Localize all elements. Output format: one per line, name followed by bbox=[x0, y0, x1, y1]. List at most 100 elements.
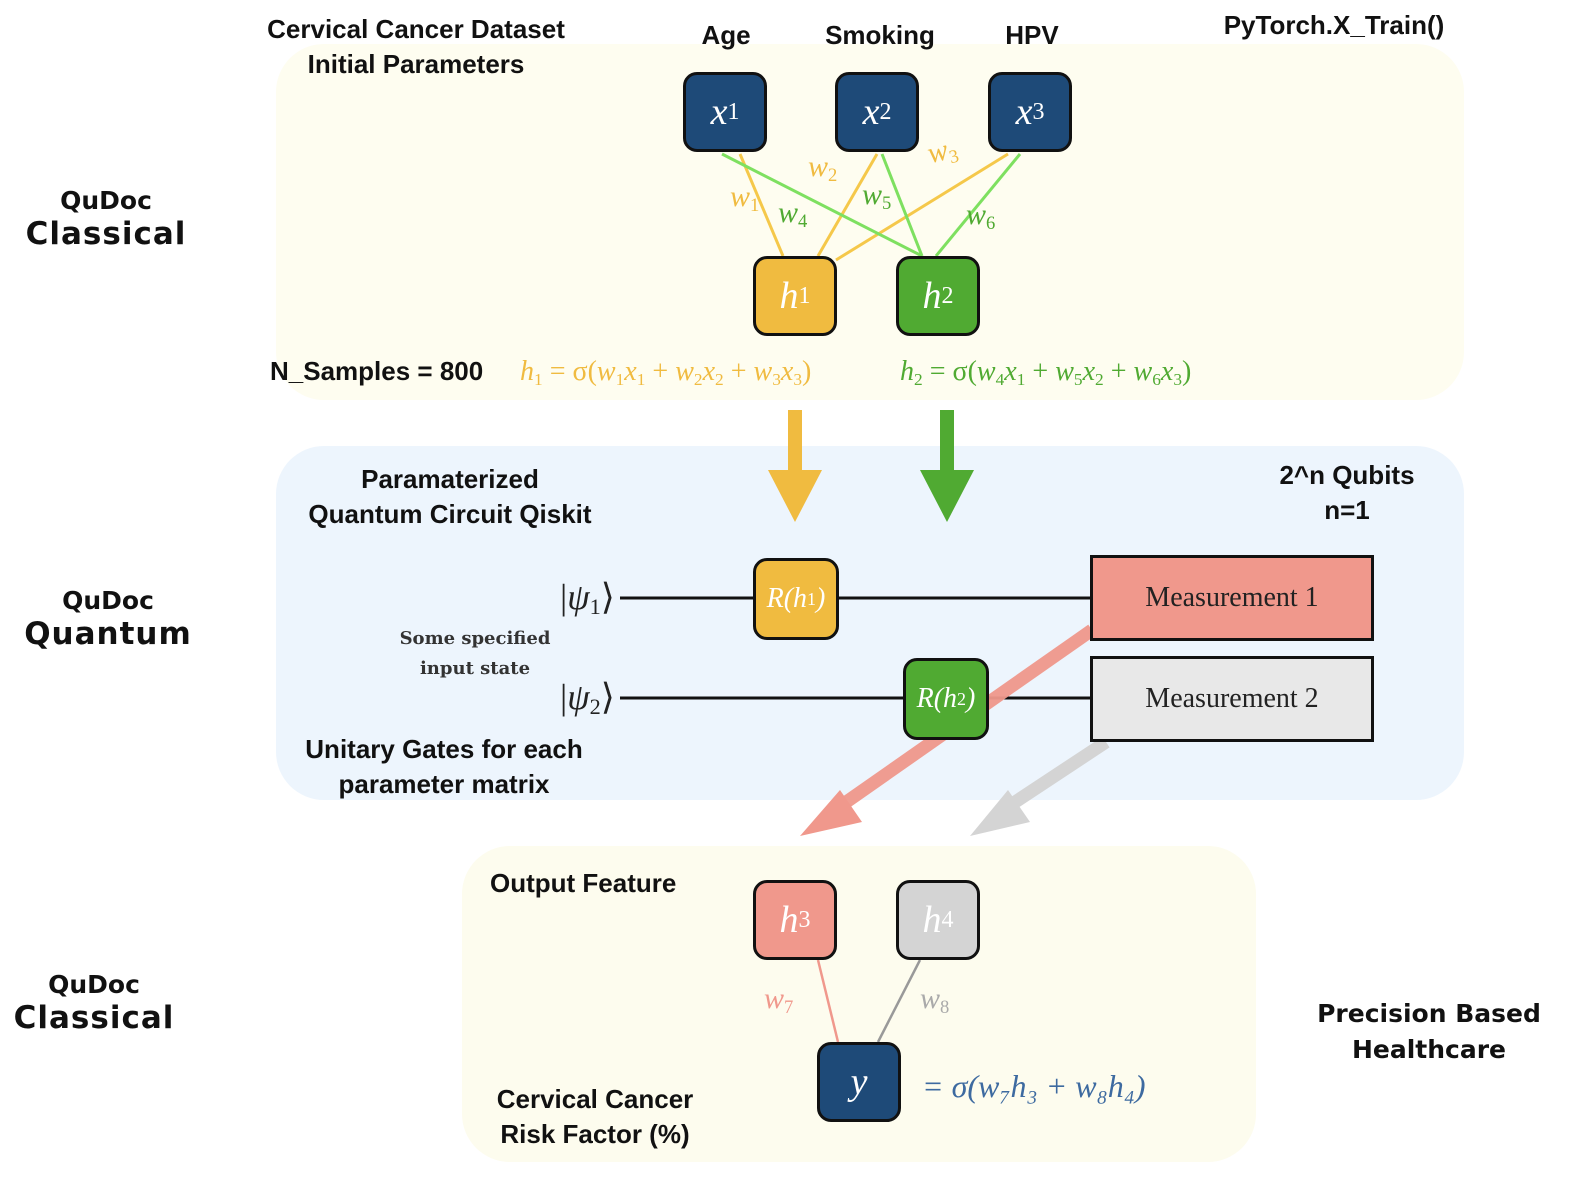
input-state-line1: Some specified bbox=[399, 628, 551, 649]
side-label-line1: QuDoc bbox=[62, 586, 154, 615]
feature-label-smoking: Smoking bbox=[825, 20, 935, 50]
unitary-gates-note: Unitary Gates for each parameter matrix bbox=[276, 732, 612, 802]
state-sub: 1 bbox=[589, 594, 601, 619]
measurement-2-box: Measurement 2 bbox=[1090, 656, 1374, 742]
input-state-note: Some specified input state bbox=[380, 624, 570, 684]
risk-line1: Cervical Cancer bbox=[496, 1084, 694, 1114]
state-sub: 2 bbox=[589, 694, 601, 719]
edge-w7 bbox=[816, 959, 840, 1043]
node-sub: 3 bbox=[798, 906, 811, 933]
arrow-h2-down bbox=[920, 410, 974, 522]
weight-label-w4: w4 bbox=[778, 196, 808, 232]
edge-w4 bbox=[721, 152, 923, 258]
gate-close: ) bbox=[816, 583, 826, 614]
gate-label: R(h bbox=[766, 583, 808, 614]
circuit-title-line2: Quantum Circuit Qiskit bbox=[308, 499, 592, 529]
node-sub: 2 bbox=[879, 98, 892, 125]
edge-w8 bbox=[876, 959, 922, 1043]
dataset-title-line2: Initial Parameters bbox=[307, 49, 525, 79]
formula-h1: h1 = σ(w1x1 + w2x2 + w3x3) bbox=[520, 356, 812, 389]
node-var: h bbox=[922, 899, 942, 941]
feature-label-hpv: HPV bbox=[1005, 20, 1059, 50]
weight-sub: 8 bbox=[940, 997, 950, 1018]
precision-healthcare-label: Precision Based Healthcare bbox=[1306, 996, 1552, 1068]
formula-y: = σ(w₇h₃ + w₈h₄) bbox=[922, 1068, 1146, 1104]
gate-sub: 1 bbox=[807, 588, 817, 609]
weight-label-w7: w7 bbox=[764, 982, 794, 1018]
weight-sub: 5 bbox=[882, 193, 892, 214]
side-label-line1: QuDoc bbox=[48, 970, 140, 999]
edge-w1 bbox=[738, 153, 785, 257]
pytorch-label: PyTorch.X_Train() bbox=[1223, 10, 1445, 40]
risk-factor-label: Cervical Cancer Risk Factor (%) bbox=[470, 1082, 720, 1152]
side-label-line2: Quantum bbox=[24, 616, 192, 652]
circuit-title: Paramaterized Quantum Circuit Qiskit bbox=[280, 462, 620, 532]
n-samples-label: N_Samples = 800 bbox=[270, 356, 484, 386]
weight-label-w8: w8 bbox=[920, 982, 950, 1018]
feature-label-age: Age bbox=[701, 20, 751, 50]
qubits-label: 2^n Qubits n=1 bbox=[1262, 458, 1432, 528]
node-sub: 3 bbox=[1032, 98, 1045, 125]
input-state-line2: input state bbox=[419, 658, 531, 679]
state-psi2: |ψ2⟩ bbox=[560, 677, 615, 719]
weight-sub: 4 bbox=[798, 211, 808, 232]
arrow-h1-down bbox=[768, 410, 822, 522]
side-label-classical-bottom: QuDoc Classical bbox=[0, 970, 204, 1036]
output-node-y: y bbox=[817, 1042, 901, 1122]
state-symbol: ψ bbox=[567, 677, 590, 717]
node-var: y bbox=[850, 1061, 868, 1103]
edge-w3 bbox=[835, 152, 1009, 262]
weight-label-w1: w1 bbox=[730, 180, 760, 216]
gate-sub: 2 bbox=[957, 688, 967, 709]
weight-sub: 7 bbox=[784, 997, 794, 1018]
gate-close: ) bbox=[966, 683, 976, 714]
dataset-title: Cervical Cancer Dataset Initial Paramete… bbox=[246, 12, 586, 82]
risk-line2: Risk Factor (%) bbox=[500, 1119, 690, 1149]
node-sub: 1 bbox=[798, 282, 811, 309]
node-var: h bbox=[779, 899, 799, 941]
side-label-line2: Classical bbox=[25, 216, 187, 252]
unitary-line2: parameter matrix bbox=[338, 769, 550, 799]
node-var: x bbox=[1015, 91, 1033, 133]
weight-label-w5: w5 bbox=[862, 178, 892, 214]
node-var: h bbox=[779, 275, 799, 317]
side-label-line2: Classical bbox=[13, 1000, 175, 1036]
formula-h2: h2 = σ(w4x1 + w5x2 + w6x3) bbox=[900, 356, 1192, 389]
node-var: x bbox=[862, 91, 880, 133]
gate-label: R(h bbox=[916, 683, 958, 714]
measurement-1-box: Measurement 1 bbox=[1090, 555, 1374, 641]
dataset-title-line1: Cervical Cancer Dataset bbox=[267, 14, 565, 44]
weight-sub: 6 bbox=[986, 213, 996, 234]
edge-w5 bbox=[880, 153, 924, 257]
weight-label-w2: w2 bbox=[808, 150, 838, 186]
node-var: h bbox=[922, 275, 942, 317]
qubits-line1: 2^n Qubits bbox=[1279, 460, 1415, 490]
side-label-classical-top: QuDoc Classical bbox=[0, 186, 216, 252]
node-sub: 1 bbox=[727, 98, 740, 125]
weight-sub: 1 bbox=[750, 195, 760, 216]
node-sub: 2 bbox=[941, 282, 954, 309]
node-var: x bbox=[710, 91, 728, 133]
edge-w2 bbox=[816, 153, 879, 257]
qubits-line2: n=1 bbox=[1324, 495, 1370, 525]
side-label-line1: QuDoc bbox=[60, 186, 152, 215]
circuit-title-line1: Paramaterized bbox=[361, 464, 539, 494]
arrow-measurement2-to-h4 bbox=[970, 736, 1110, 836]
unitary-line1: Unitary Gates for each bbox=[305, 734, 583, 764]
state-psi1: |ψ1⟩ bbox=[560, 577, 615, 619]
precision-line2: Healthcare bbox=[1351, 1035, 1507, 1064]
edge-w6 bbox=[934, 153, 1022, 257]
weight-label-w6: w6 bbox=[966, 198, 996, 234]
side-label-quantum: QuDoc Quantum bbox=[0, 586, 218, 652]
precision-line1: Precision Based bbox=[1317, 999, 1541, 1028]
weight-sub: 2 bbox=[828, 165, 838, 186]
